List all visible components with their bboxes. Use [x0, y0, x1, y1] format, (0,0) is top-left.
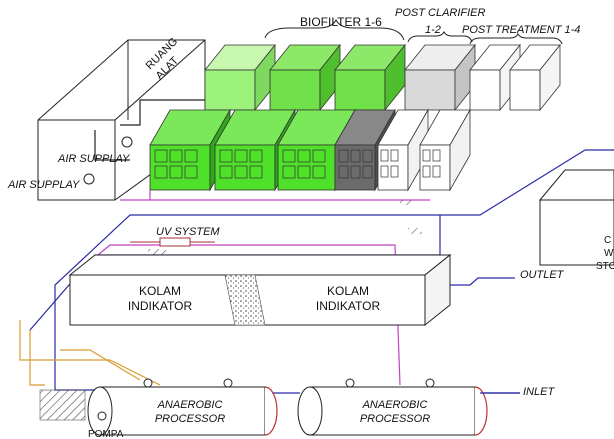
storage-label-2: W: [604, 248, 614, 259]
post-treatment-label: POST TREATMENT 1-4: [462, 24, 580, 36]
anaerobic-left-line1: ANAEROBIC: [157, 399, 223, 411]
air-supply-1: AIR SUPPLAY: [57, 136, 133, 165]
post-clarifier-range: 1-2: [425, 24, 441, 36]
air-supply-label-1: AIR SUPPLAY: [57, 153, 130, 165]
biofilter-back-2: [269, 43, 341, 112]
biofilter-front-row: [149, 108, 471, 192]
anaerobic-processor-left: ANAEROBIC PROCESSOR: [87, 378, 278, 436]
post-treatment-front-2: [419, 108, 471, 192]
anaerobic-processor-right: ANAEROBIC PROCESSOR: [297, 378, 488, 436]
outlet: OUTLET: [450, 269, 565, 286]
ground-hatch-2: [400, 200, 412, 205]
kolam-indikator: KOLAM INDIKATOR KOLAM INDIKATOR: [68, 253, 452, 327]
inlet: INLET: [480, 386, 555, 398]
ground-hatch-1: [408, 228, 422, 234]
post-clarifier-title: POST CLARIFIER: [395, 7, 486, 19]
anaerobic-right-line2: PROCESSOR: [360, 413, 430, 425]
uv-system-label: UV SYSTEM: [156, 226, 220, 238]
pompa-label: POMPA: [88, 429, 124, 439]
biofilter-back-1: [204, 43, 276, 112]
biofilter-back-3: [334, 43, 406, 112]
air-supply-label-2: AIR SUPPLAY: [7, 179, 80, 191]
kolam-right-subtitle: INDIKATOR: [316, 299, 381, 313]
anaerobic-right-line1: ANAEROBIC: [362, 399, 428, 411]
biofilter-back-row: [204, 43, 561, 112]
anaerobic-left-line2: PROCESSOR: [155, 413, 225, 425]
post-treatment-back-2: [509, 43, 561, 112]
outlet-label: OUTLET: [520, 269, 565, 281]
kolam-left-title: KOLAM: [139, 284, 181, 298]
top-labels: BIOFILTER 1-6 POST CLARIFIER 1-2 POST TR…: [264, 7, 580, 45]
storage-tank: C W STO: [538, 169, 614, 272]
kolam-left-subtitle: INDIKATOR: [128, 299, 193, 313]
uv-system: UV SYSTEM: [130, 226, 220, 255]
storage-label-3: STO: [596, 261, 614, 272]
biofilter-label: BIOFILTER 1-6: [300, 15, 382, 29]
pompa: POMPA: [39, 389, 124, 439]
post-clarifier-back: [404, 43, 476, 112]
storage-label-1: C: [604, 235, 611, 246]
air-supply-2: AIR SUPPLAY: [7, 173, 95, 191]
kolam-right-title: KOLAM: [327, 284, 369, 298]
inlet-label: INLET: [523, 386, 555, 398]
